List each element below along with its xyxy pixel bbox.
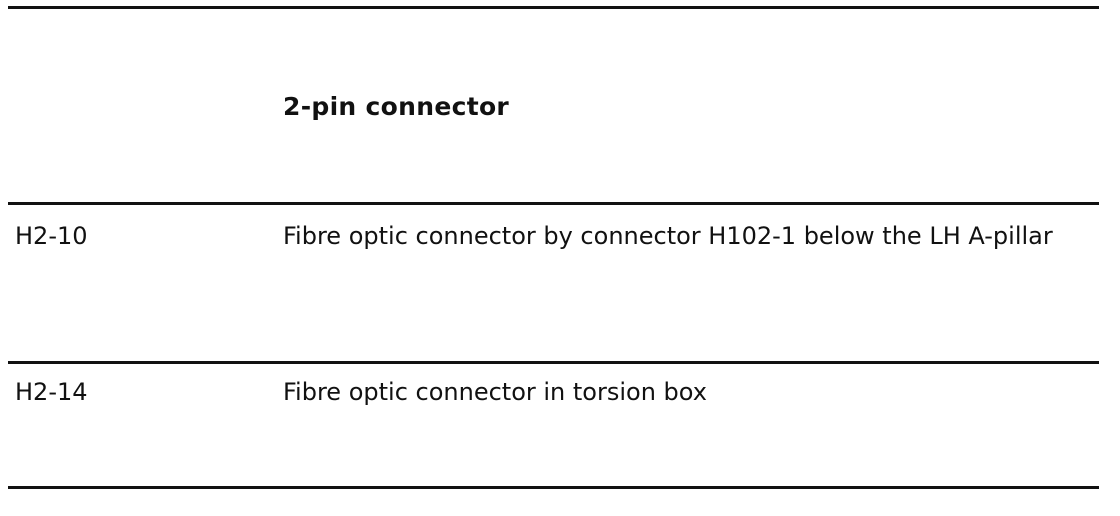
row-divider	[8, 361, 1099, 364]
row-divider	[8, 202, 1099, 205]
connector-description: Fibre optic connector by connector H102-…	[283, 222, 1053, 250]
bottom-divider	[8, 486, 1099, 489]
connector-code: H2-14	[15, 378, 88, 406]
connector-code: H2-10	[15, 222, 88, 250]
connector-description: Fibre optic connector in torsion box	[283, 378, 707, 406]
top-divider	[8, 6, 1099, 9]
table-heading: 2-pin connector	[283, 92, 510, 121]
